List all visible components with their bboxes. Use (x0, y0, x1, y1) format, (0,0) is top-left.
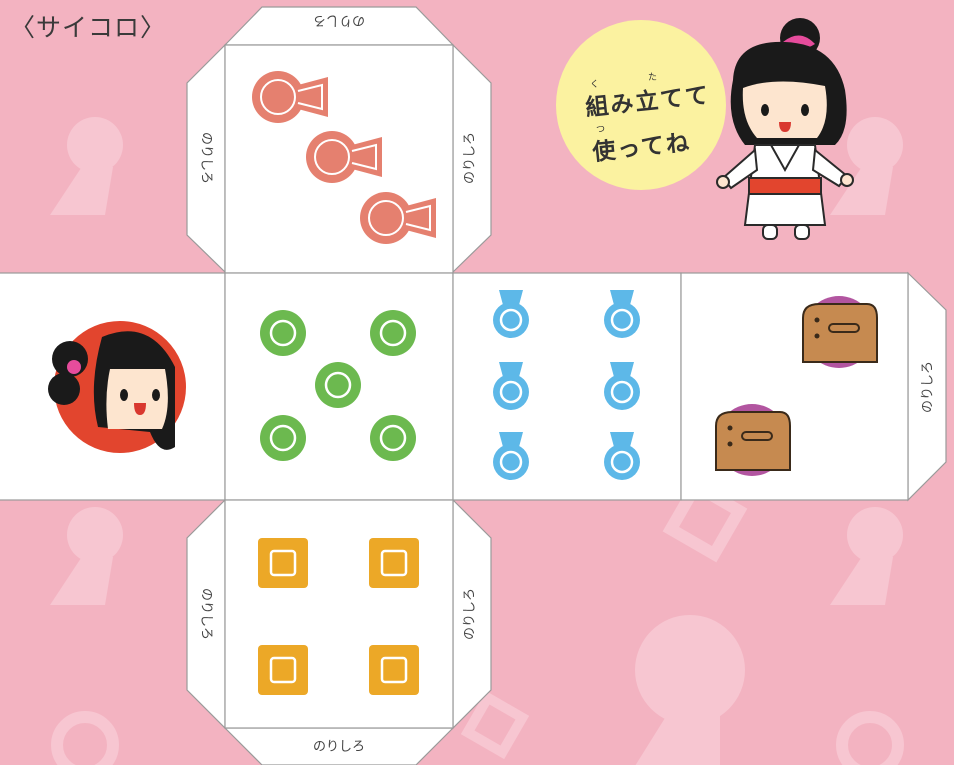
ruby-ta: た (648, 73, 658, 83)
green-circle-icon (260, 415, 306, 461)
face-center-icons (260, 310, 416, 461)
green-circle-icon (370, 415, 416, 461)
face-bottom-icons (258, 538, 419, 695)
glue-label-top-right: のりしろ (463, 132, 478, 184)
face-right-icons (493, 290, 640, 480)
speech-bubble (556, 20, 726, 190)
girl-face-icon (48, 321, 186, 453)
page-title: 〈サイコロ〉 (10, 13, 167, 42)
glue-label-top: のりしろ (313, 13, 365, 28)
haniwa-icon (802, 296, 878, 368)
medal-icon (493, 290, 529, 338)
orange-square-icon (258, 645, 308, 695)
ruby-ku: く (590, 80, 600, 90)
face-right (452, 272, 682, 501)
ruby-tsu: つ (596, 125, 606, 135)
glue-label-bottom-right: のりしろ (463, 588, 478, 640)
glue-label-bottom: のりしろ (313, 740, 365, 755)
green-circle-icon (370, 310, 416, 356)
face-top-icons (252, 71, 436, 244)
girl-character-illustration (716, 18, 854, 240)
glue-label-top-left: のりしろ (199, 132, 214, 184)
medal-icon (604, 432, 640, 480)
orange-square-icon (258, 538, 308, 588)
green-circle-icon (315, 362, 361, 408)
keyhole-tumulus-icon (360, 192, 436, 244)
orange-square-icon (369, 538, 419, 588)
haniwa-icon (715, 404, 791, 476)
medal-icon (604, 290, 640, 338)
orange-square-icon (369, 645, 419, 695)
green-circle-icon (260, 310, 306, 356)
face-far-right-icons (715, 296, 878, 476)
keyhole-tumulus-icon (306, 131, 382, 183)
medal-icon (604, 362, 640, 410)
medal-icon (493, 432, 529, 480)
glue-label-far-right: のりしろ (921, 361, 936, 413)
glue-label-bottom-left: のりしろ (199, 588, 214, 640)
medal-icon (493, 362, 529, 410)
keyhole-tumulus-icon (252, 71, 328, 123)
